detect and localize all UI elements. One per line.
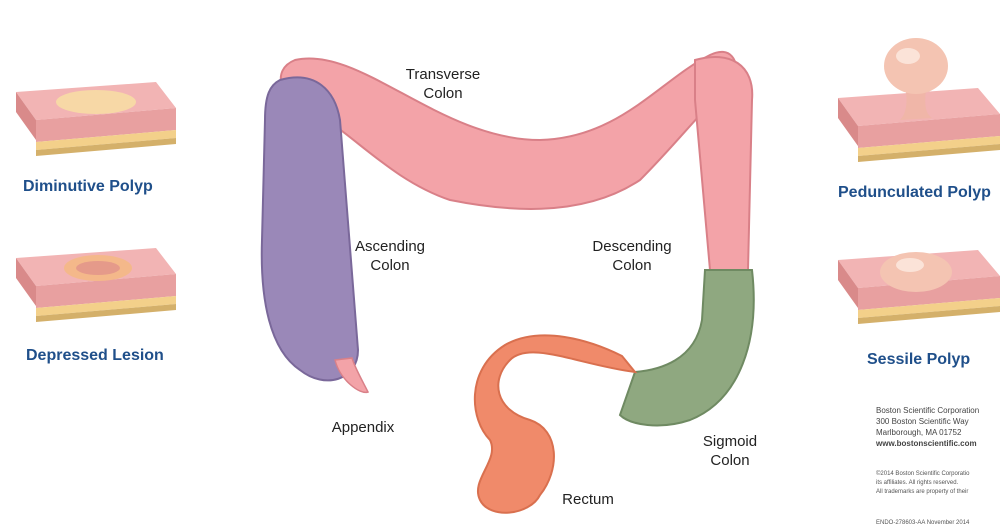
transverse-colon-line2: Colon — [398, 84, 488, 103]
sigmoid-colon-label: Sigmoid Colon — [690, 432, 770, 470]
rectum-label: Rectum — [548, 490, 628, 509]
copyright-line3: All trademarks are property of their — [876, 488, 969, 497]
credits-company: Boston Scientific Corporation — [876, 405, 979, 416]
ascending-colon-line2: Colon — [345, 256, 435, 275]
sessile-polyp-label: Sessile Polyp — [867, 351, 970, 369]
ascending-colon-line1: Ascending — [345, 237, 435, 256]
depressed-lesion-illustration — [6, 246, 181, 336]
sigmoid-colon-line1: Sigmoid — [690, 432, 770, 451]
document-code: ENDO-278603-AA November 2014 — [876, 519, 969, 528]
appendix-label: Appendix — [318, 418, 408, 437]
descending-colon-line2: Colon — [582, 256, 682, 275]
credits-website-text: www.bostonscientific.com — [876, 439, 977, 448]
diminutive-polyp-label: Diminutive Polyp — [23, 178, 153, 196]
transverse-colon-label: Transverse Colon — [398, 65, 488, 103]
copyright-line1: ©2014 Boston Scientific Corporatio — [876, 470, 969, 479]
descending-colon-line1: Descending — [582, 237, 682, 256]
credits-street: 300 Boston Scientific Way — [876, 416, 979, 427]
pedunculated-polyp-label: Pedunculated Polyp — [838, 184, 991, 202]
copyright-line2: its affiliates. All rights reserved. — [876, 479, 969, 488]
diminutive-polyp-illustration — [6, 80, 181, 170]
ascending-colon-label: Ascending Colon — [345, 237, 435, 275]
credits-block: Boston Scientific Corporation 300 Boston… — [876, 405, 979, 449]
copyright-block: ©2014 Boston Scientific Corporatio its a… — [876, 470, 969, 497]
descending-colon-label: Descending Colon — [582, 237, 682, 275]
depressed-lesion-label: Depressed Lesion — [26, 347, 164, 365]
transverse-colon-line1: Transverse — [398, 65, 488, 84]
credits-website: www.bostonscientific.com — [876, 438, 979, 449]
sessile-polyp-illustration — [828, 248, 1000, 338]
sigmoid-colon-line2: Colon — [690, 451, 770, 470]
pedunculated-polyp-illustration — [828, 20, 1000, 175]
credits-city: Marlborough, MA 01752 — [876, 427, 979, 438]
